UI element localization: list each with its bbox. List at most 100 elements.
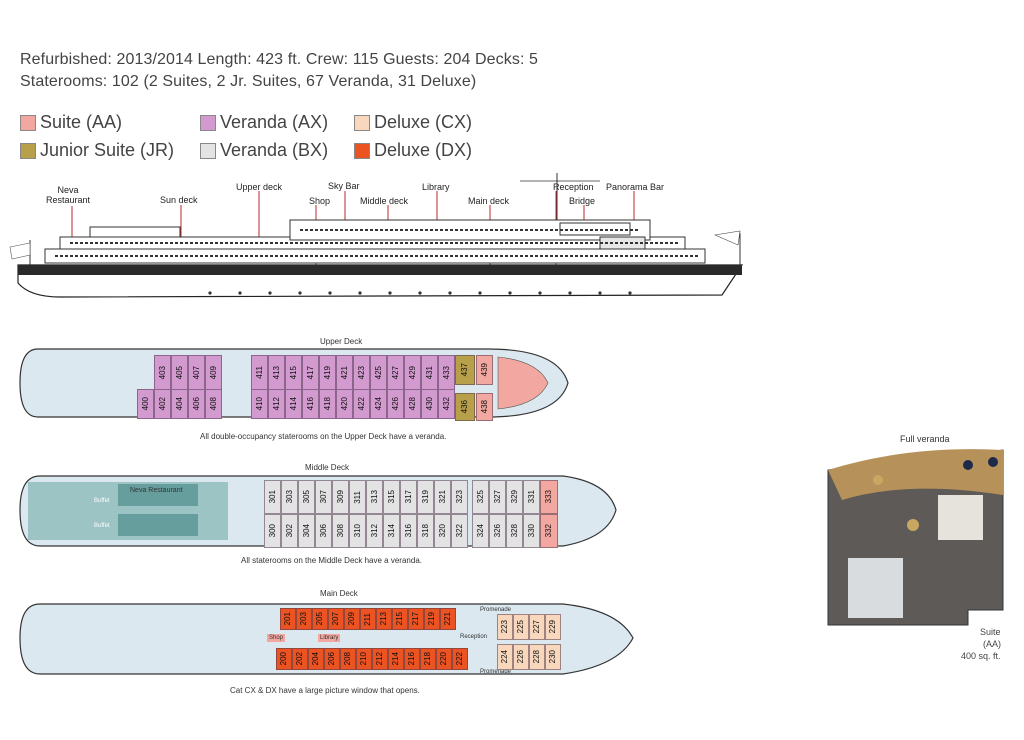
main-cabin-230[interactable]: 230 [545,644,561,670]
main-cabin-208[interactable]: 208 [340,648,356,670]
main-cabin-210[interactable]: 210 [356,648,372,670]
middle-cabin-323[interactable]: 323 [451,480,468,514]
main-cabin-207[interactable]: 207 [328,608,344,630]
middle-cabin-315[interactable]: 315 [383,480,400,514]
main-cabin-223[interactable]: 223 [497,614,513,640]
upper-cabin-408[interactable]: 408 [205,389,222,419]
middle-cabin-303[interactable]: 303 [281,480,298,514]
main-cabin-209[interactable]: 209 [344,608,360,630]
upper-cabin-406[interactable]: 406 [188,389,205,419]
upper-cabin-400[interactable]: 400 [137,389,154,419]
main-cabin-206[interactable]: 206 [324,648,340,670]
main-cabin-200[interactable]: 200 [276,648,292,670]
upper-cabin-433[interactable]: 433 [438,355,455,390]
main-cabin-213[interactable]: 213 [376,608,392,630]
upper-cabin-416[interactable]: 416 [302,389,319,419]
upper-cabin-405[interactable]: 405 [171,355,188,390]
upper-cabin-420[interactable]: 420 [336,389,353,419]
main-cabin-212[interactable]: 212 [372,648,388,670]
upper-cabin-415[interactable]: 415 [285,355,302,390]
middle-cabin-302[interactable]: 302 [281,514,298,548]
middle-cabin-318[interactable]: 318 [417,514,434,548]
main-cabin-225[interactable]: 225 [513,614,529,640]
middle-cabin-314[interactable]: 314 [383,514,400,548]
upper-cabin-412[interactable]: 412 [268,389,285,419]
middle-cabin-331[interactable]: 331 [523,480,540,514]
middle-cabin-321[interactable]: 321 [434,480,451,514]
upper-cabin-409[interactable]: 409 [205,355,222,390]
middle-cabin-300[interactable]: 300 [264,514,281,548]
main-cabin-227[interactable]: 227 [529,614,545,640]
middle-cabin-307[interactable]: 307 [315,480,332,514]
main-cabin-216[interactable]: 216 [404,648,420,670]
main-cabin-201[interactable]: 201 [280,608,296,630]
middle-cabin-333[interactable]: 333 [540,480,558,514]
upper-cabin-436[interactable]: 436 [455,393,475,421]
middle-cabin-328[interactable]: 328 [506,514,523,548]
middle-cabin-319[interactable]: 319 [417,480,434,514]
upper-cabin-430[interactable]: 430 [421,389,438,419]
main-cabin-217[interactable]: 217 [408,608,424,630]
main-cabin-202[interactable]: 202 [292,648,308,670]
upper-cabin-403[interactable]: 403 [154,355,171,390]
upper-cabin-419[interactable]: 419 [319,355,336,390]
middle-cabin-301[interactable]: 301 [264,480,281,514]
middle-cabin-317[interactable]: 317 [400,480,417,514]
main-cabin-211[interactable]: 211 [360,608,376,630]
middle-cabin-313[interactable]: 313 [366,480,383,514]
main-cabin-205[interactable]: 205 [312,608,328,630]
upper-cabin-432[interactable]: 432 [438,389,455,419]
upper-cabin-425[interactable]: 425 [370,355,387,390]
main-cabin-215[interactable]: 215 [392,608,408,630]
middle-cabin-325[interactable]: 325 [472,480,489,514]
middle-cabin-326[interactable]: 326 [489,514,506,548]
upper-cabin-414[interactable]: 414 [285,389,302,419]
middle-cabin-312[interactable]: 312 [366,514,383,548]
main-cabin-214[interactable]: 214 [388,648,404,670]
main-cabin-226[interactable]: 226 [513,644,529,670]
middle-cabin-304[interactable]: 304 [298,514,315,548]
upper-cabin-427[interactable]: 427 [387,355,404,390]
upper-cabin-428[interactable]: 428 [404,389,421,419]
upper-cabin-437[interactable]: 437 [455,355,475,385]
main-cabin-203[interactable]: 203 [296,608,312,630]
upper-cabin-407[interactable]: 407 [188,355,205,390]
upper-cabin-417[interactable]: 417 [302,355,319,390]
upper-cabin-410[interactable]: 410 [251,389,268,419]
upper-cabin-402[interactable]: 402 [154,389,171,419]
middle-cabin-324[interactable]: 324 [472,514,489,548]
main-cabin-229[interactable]: 229 [545,614,561,640]
middle-cabin-310[interactable]: 310 [349,514,366,548]
middle-cabin-309[interactable]: 309 [332,480,349,514]
middle-cabin-311[interactable]: 311 [349,480,366,514]
upper-cabin-413[interactable]: 413 [268,355,285,390]
middle-cabin-306[interactable]: 306 [315,514,332,548]
main-cabin-219[interactable]: 219 [424,608,440,630]
middle-cabin-316[interactable]: 316 [400,514,417,548]
middle-cabin-322[interactable]: 322 [451,514,468,548]
main-cabin-220[interactable]: 220 [436,648,452,670]
middle-cabin-329[interactable]: 329 [506,480,523,514]
middle-cabin-327[interactable]: 327 [489,480,506,514]
middle-cabin-308[interactable]: 308 [332,514,349,548]
middle-cabin-320[interactable]: 320 [434,514,451,548]
middle-cabin-330[interactable]: 330 [523,514,540,548]
main-cabin-224[interactable]: 224 [497,644,513,670]
middle-cabin-332[interactable]: 332 [540,514,558,548]
main-cabin-228[interactable]: 228 [529,644,545,670]
middle-cabin-305[interactable]: 305 [298,480,315,514]
main-cabin-221[interactable]: 221 [440,608,456,630]
upper-cabin-438[interactable]: 438 [476,393,493,421]
upper-cabin-426[interactable]: 426 [387,389,404,419]
upper-cabin-439[interactable]: 439 [476,355,493,385]
upper-cabin-431[interactable]: 431 [421,355,438,390]
main-cabin-218[interactable]: 218 [420,648,436,670]
upper-cabin-429[interactable]: 429 [404,355,421,390]
upper-cabin-411[interactable]: 411 [251,355,268,390]
main-cabin-222[interactable]: 222 [452,648,468,670]
main-cabin-204[interactable]: 204 [308,648,324,670]
upper-cabin-404[interactable]: 404 [171,389,188,419]
upper-cabin-418[interactable]: 418 [319,389,336,419]
upper-cabin-422[interactable]: 422 [353,389,370,419]
upper-cabin-424[interactable]: 424 [370,389,387,419]
